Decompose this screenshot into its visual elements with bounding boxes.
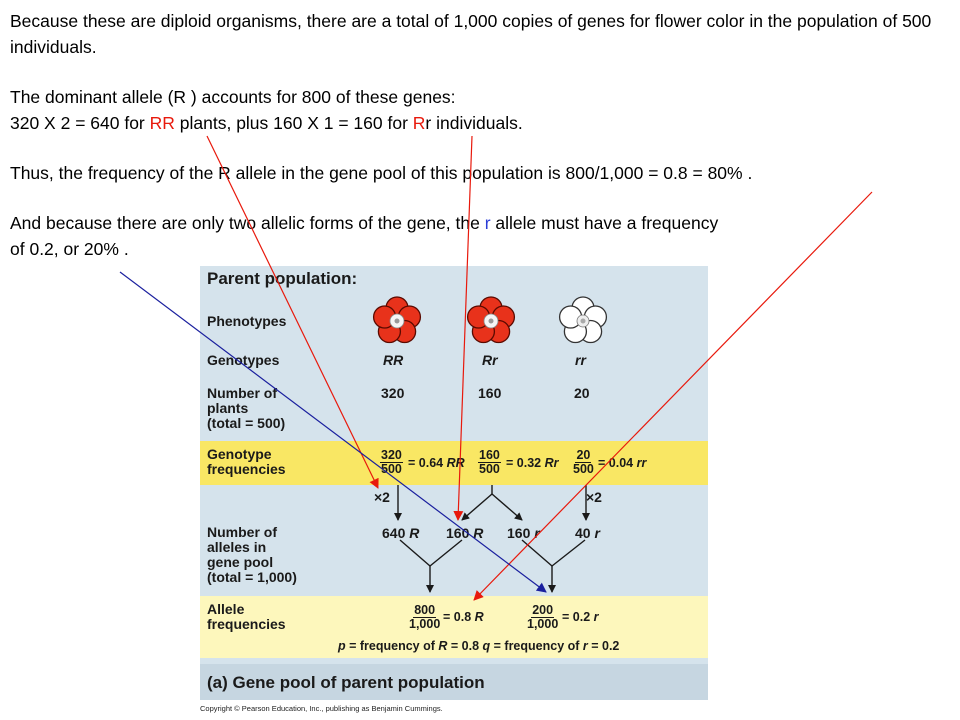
rr-highlight: RR — [149, 113, 175, 133]
freq-r-dominant-result: = 0.8 R — [443, 610, 484, 624]
allele-frequencies-label: Allele frequencies — [207, 601, 286, 632]
flow-arrows — [394, 485, 590, 593]
pq-definition: p = frequency of R = 0.8 q = frequency o… — [338, 639, 620, 653]
paragraph-dominant: The dominant allele (R ) accounts for 80… — [10, 87, 456, 107]
allele-frequency-band — [200, 596, 708, 658]
figure-caption: (a) Gene pool of parent population — [207, 673, 485, 692]
caption-band — [200, 664, 708, 700]
lecture-text: Because these are diploid organisms, the… — [10, 8, 955, 262]
paragraph-calculation: 320 X 2 = 640 for RR plants, plus 160 X … — [10, 113, 523, 133]
freq-r-recessive-result: = 0.2 r — [562, 610, 599, 624]
r-upper-highlight: R — [412, 113, 426, 133]
copyright-notice: Copyright © Pearson Education, Inc., pub… — [200, 704, 443, 713]
paragraph-diploid: Because these are diploid organisms, the… — [10, 11, 932, 57]
paragraph-recessive-cont: of 0.2, or 20% . — [10, 239, 129, 259]
paragraph-recessive: And because there are only two allelic f… — [10, 213, 719, 233]
paragraph-frequency: Thus, the frequency of the R allele in t… — [10, 163, 753, 183]
gene-pool-figure: Parent population: Phenotypes — [200, 266, 708, 700]
